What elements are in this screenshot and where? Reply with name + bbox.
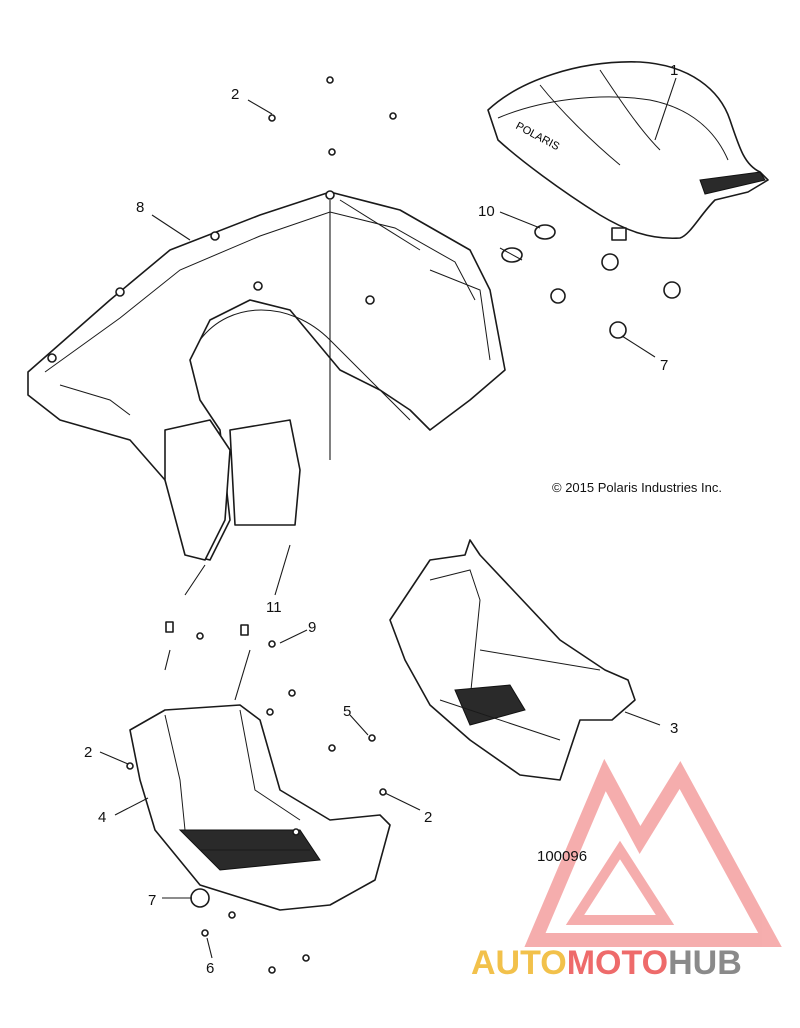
seat: POLARIS	[487, 61, 769, 241]
watermark-part-moto: MOTO	[566, 944, 669, 982]
callout-9: 9	[308, 619, 316, 636]
callout-8: 8	[136, 199, 144, 216]
grommets	[190, 253, 681, 908]
watermark-part-hub: HUB	[668, 944, 742, 982]
fasteners-top	[47, 76, 397, 363]
leader-lines	[99, 77, 677, 959]
callout-2-right: 2	[424, 809, 432, 826]
watermark-text: AUTOMOTOHUB	[471, 944, 742, 983]
callout-5: 5	[343, 703, 351, 720]
watermark-logo-icon	[524, 758, 782, 947]
callout-2-left: 2	[84, 744, 92, 761]
footwell-right	[389, 539, 636, 781]
callout-11: 11	[266, 599, 282, 616]
callout-1: 1	[670, 62, 678, 79]
callout-3: 3	[670, 720, 678, 737]
callout-7-bottom: 7	[148, 892, 156, 909]
fasteners-lower	[126, 621, 387, 974]
copyright-text: © 2015 Polaris Industries Inc.	[552, 480, 722, 495]
callout-6: 6	[206, 960, 214, 977]
seat-latch	[499, 224, 556, 263]
watermark-part-auto: AUTO	[471, 944, 567, 982]
callout-2-top: 2	[231, 86, 239, 103]
footwell-left	[129, 704, 391, 911]
callout-4: 4	[98, 809, 106, 826]
figure-number: 100096	[537, 848, 588, 865]
callout-10: 10	[478, 203, 495, 220]
rear-fender	[27, 191, 506, 561]
callout-7-top: 7	[660, 357, 668, 374]
callout-labels: 1 2 2 2 5 3 4 6 7 7 8 9 10 11 2	[84, 62, 678, 977]
